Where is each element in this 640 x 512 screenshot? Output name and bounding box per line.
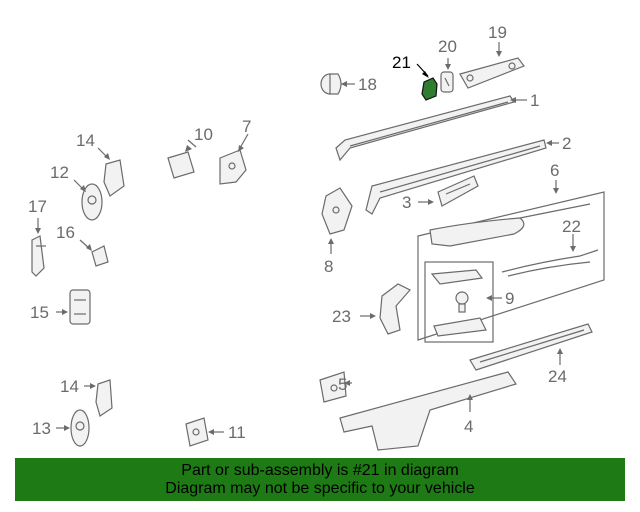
part-12	[73, 179, 103, 221]
part-2	[365, 139, 559, 215]
callout-23: 23	[332, 307, 351, 326]
callout-12: 12	[50, 163, 69, 182]
part-9-group	[424, 261, 502, 343]
part-3	[418, 175, 479, 207]
callout-14b: 14	[60, 377, 79, 396]
part-11	[185, 417, 224, 447]
callout-10: 10	[194, 125, 213, 144]
part-14-lower	[84, 379, 113, 417]
info-banner: Part or sub-assembly is #21 in diagram D…	[15, 458, 625, 501]
part-23	[360, 283, 411, 335]
part-20	[440, 58, 454, 93]
callout-2: 2	[562, 134, 571, 153]
part-1	[335, 95, 527, 162]
part-16	[79, 239, 109, 267]
callout-1: 1	[530, 91, 539, 110]
banner-line-1: Part or sub-assembly is #21 in diagram	[181, 461, 459, 479]
callout-14a: 14	[76, 131, 95, 150]
part-10	[167, 139, 197, 179]
part-24	[469, 323, 593, 371]
part-4	[339, 371, 517, 451]
part-5	[319, 371, 352, 403]
callout-17: 17	[28, 197, 47, 216]
callout-6: 6	[550, 161, 559, 180]
part-6-group	[417, 180, 605, 341]
callout-22: 22	[562, 217, 581, 236]
part-18	[320, 73, 355, 95]
part-8	[321, 187, 353, 254]
part-15	[56, 289, 91, 325]
part-14-upper	[97, 147, 125, 197]
callout-7: 7	[242, 117, 251, 136]
part-13	[56, 409, 90, 447]
banner-line-2: Diagram may not be specific to your vehi…	[165, 479, 475, 497]
callout-3: 3	[402, 193, 411, 212]
callout-8: 8	[324, 257, 333, 276]
callout-18: 18	[358, 75, 377, 94]
callout-16: 16	[56, 223, 75, 242]
part-21	[416, 63, 438, 101]
callout-9: 9	[505, 289, 514, 308]
callout-19: 19	[488, 23, 507, 42]
part-7	[219, 133, 249, 185]
parts-diagram: 18 21 20 19 1 2	[28, 23, 605, 451]
callout-24: 24	[548, 367, 567, 386]
part-19	[459, 42, 525, 89]
callout-21: 21	[392, 53, 411, 72]
callout-11: 11	[228, 423, 246, 442]
part-22	[501, 234, 599, 277]
callout-4: 4	[464, 417, 473, 436]
callout-20: 20	[438, 37, 457, 56]
part-17	[31, 218, 46, 277]
callout-15: 15	[30, 303, 49, 322]
callout-13: 13	[32, 419, 51, 438]
callout-5: 5	[338, 375, 347, 394]
